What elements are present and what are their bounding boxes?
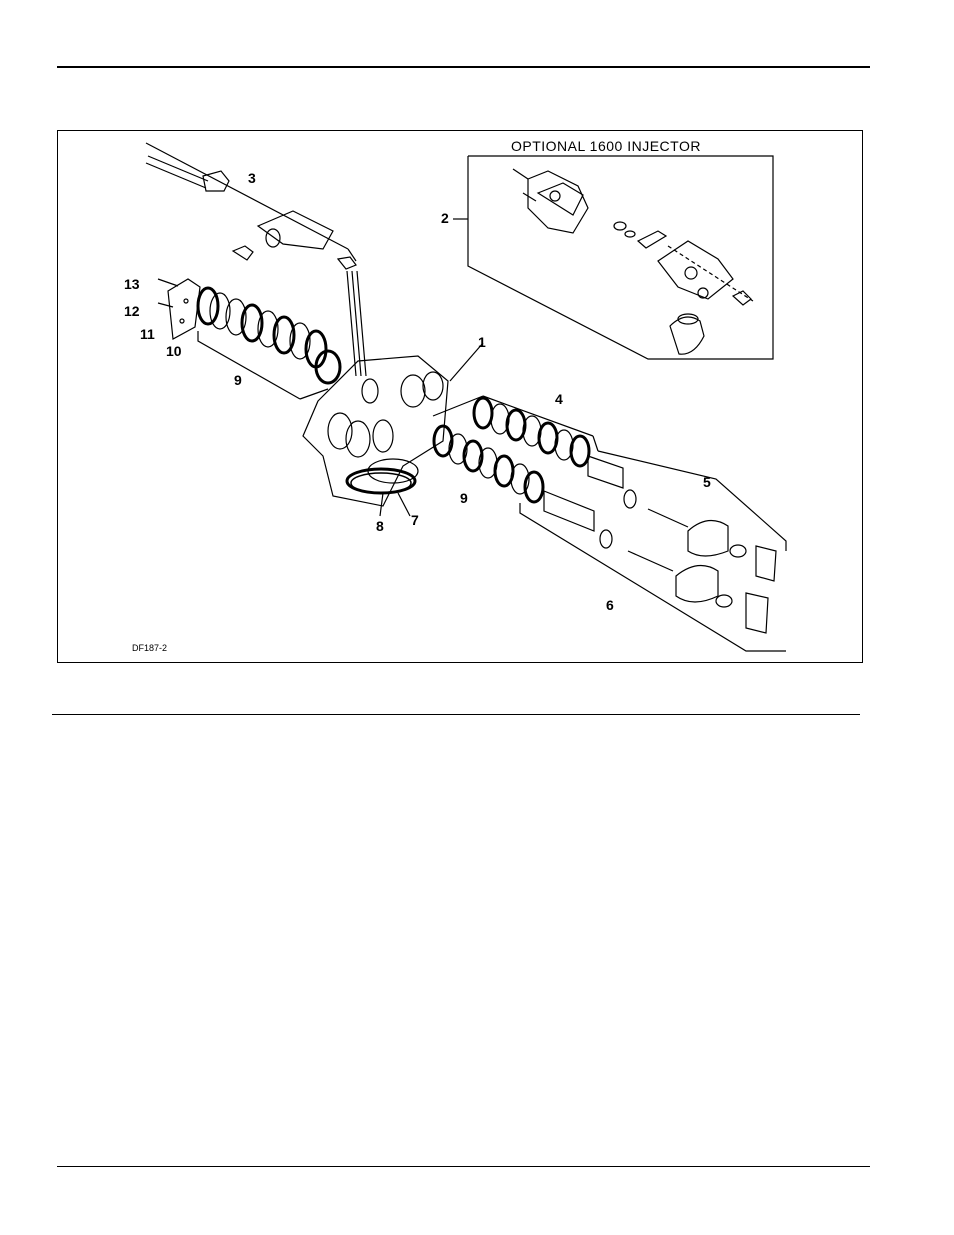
callout-9-upper: 9: [234, 372, 242, 388]
leader-5-bracket: [598, 451, 786, 551]
callout-10: 10: [166, 343, 182, 359]
left-seal-stack: [198, 288, 340, 399]
item-6-seal-stack: [434, 426, 786, 651]
callout-11: 11: [140, 326, 155, 342]
end-cap-plate: [158, 279, 200, 339]
exploded-view-figure: 1 2 3 4 5 6 7 8 9 9 10 11 12 13 OPTIONAL…: [57, 130, 863, 663]
callout-6: 6: [606, 597, 614, 613]
callout-7: 7: [411, 512, 419, 528]
callout-9-lower: 9: [460, 490, 468, 506]
callout-3: 3: [248, 170, 256, 186]
callout-1: 1: [478, 334, 486, 350]
section-rule: [52, 714, 860, 715]
footer-rule: [57, 1166, 870, 1167]
callout-2: 2: [441, 210, 449, 226]
callout-8: 8: [376, 518, 384, 534]
valve-body: [303, 343, 483, 506]
callout-5: 5: [703, 474, 711, 490]
header-rule: [57, 66, 870, 68]
exploded-view-drawing: 1 2 3 4 5 6 7 8 9 9 10 11 12 13 OPTIONAL…: [58, 131, 864, 664]
callout-13: 13: [124, 276, 140, 292]
inset-title: OPTIONAL 1600 INJECTOR: [511, 138, 701, 154]
figure-code: DF187-2: [132, 643, 167, 653]
injector-inset: [468, 156, 773, 359]
callout-12: 12: [124, 303, 140, 319]
callout-4: 4: [555, 391, 563, 407]
item-4-seal-stack: [433, 396, 776, 581]
